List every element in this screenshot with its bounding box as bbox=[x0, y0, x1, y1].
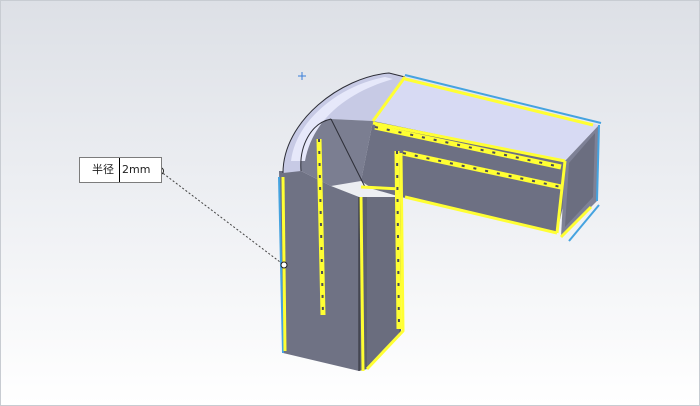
radius-value-field[interactable]: 2mm bbox=[119, 158, 161, 182]
seam-top-front bbox=[374, 124, 562, 170]
horizontal-arm-front-face[interactable] bbox=[361, 121, 565, 233]
callout-anchor-point-icon bbox=[280, 261, 288, 269]
outline-edges bbox=[282, 72, 406, 371]
seam-vertical-inner bbox=[394, 150, 402, 330]
selected-edges bbox=[281, 76, 594, 372]
horizontal-arm-top-face[interactable] bbox=[373, 77, 599, 161]
horizontal-arm-end-opening bbox=[565, 133, 595, 227]
origin-crosshair-icon bbox=[298, 72, 306, 80]
elbow-bend-highlight bbox=[291, 77, 393, 161]
callout-leader-line bbox=[159, 170, 285, 266]
radius-callout[interactable]: 半径 2mm bbox=[79, 157, 162, 183]
radius-label: 半径 bbox=[92, 163, 114, 176]
vertical-leg-outer-face[interactable] bbox=[279, 171, 359, 371]
elbow-bend-surface[interactable] bbox=[283, 73, 405, 173]
seam-vertical-front bbox=[316, 138, 326, 316]
vertical-leg-inner-face[interactable] bbox=[367, 197, 399, 367]
seam-inner-horizontal bbox=[402, 150, 562, 190]
